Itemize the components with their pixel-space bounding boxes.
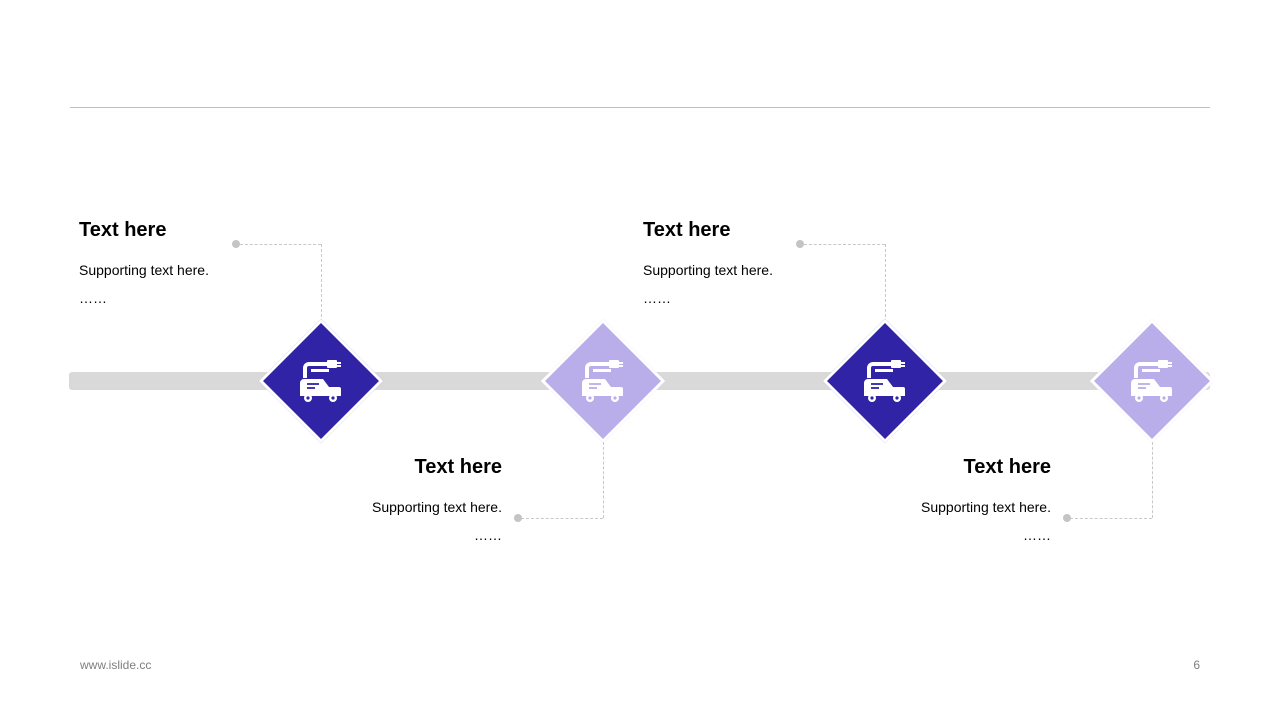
- step-3-support: Supporting text here.: [643, 262, 773, 278]
- step-4-connector-node: [1063, 514, 1071, 522]
- step-1-connector-node: [232, 240, 240, 248]
- step-3-dots: ……: [643, 290, 671, 306]
- step-4-connector-h: [1070, 518, 1152, 519]
- step-1-connector-h: [240, 244, 321, 245]
- step-3-title: Text here: [643, 219, 731, 241]
- step-4-dots: ……: [1023, 527, 1051, 543]
- step-2-title: Text here: [414, 456, 502, 478]
- step-3-connector-h: [804, 244, 885, 245]
- step-1-connector-v: [321, 244, 322, 322]
- step-1-support: Supporting text here.: [79, 262, 209, 278]
- crane-truck-icon: [297, 357, 345, 405]
- step-2-connector-h: [521, 518, 603, 519]
- crane-truck-icon: [1128, 357, 1176, 405]
- step-4-support: Supporting text here.: [921, 499, 1051, 515]
- crane-truck-icon: [579, 357, 627, 405]
- step-2-connector-node: [514, 514, 522, 522]
- step-2-support: Supporting text here.: [372, 499, 502, 515]
- step-3-connector-v: [885, 244, 886, 322]
- footer-url: www.islide.cc: [80, 658, 152, 672]
- step-4-title: Text here: [963, 456, 1051, 478]
- top-divider: [70, 107, 1210, 108]
- crane-truck-icon: [861, 357, 909, 405]
- page-number: 6: [1193, 658, 1200, 672]
- step-4-connector-v: [1152, 442, 1153, 518]
- step-1-dots: ……: [79, 290, 107, 306]
- step-1-title: Text here: [79, 219, 167, 241]
- step-2-connector-v: [603, 442, 604, 518]
- step-2-dots: ……: [474, 527, 502, 543]
- step-3-connector-node: [796, 240, 804, 248]
